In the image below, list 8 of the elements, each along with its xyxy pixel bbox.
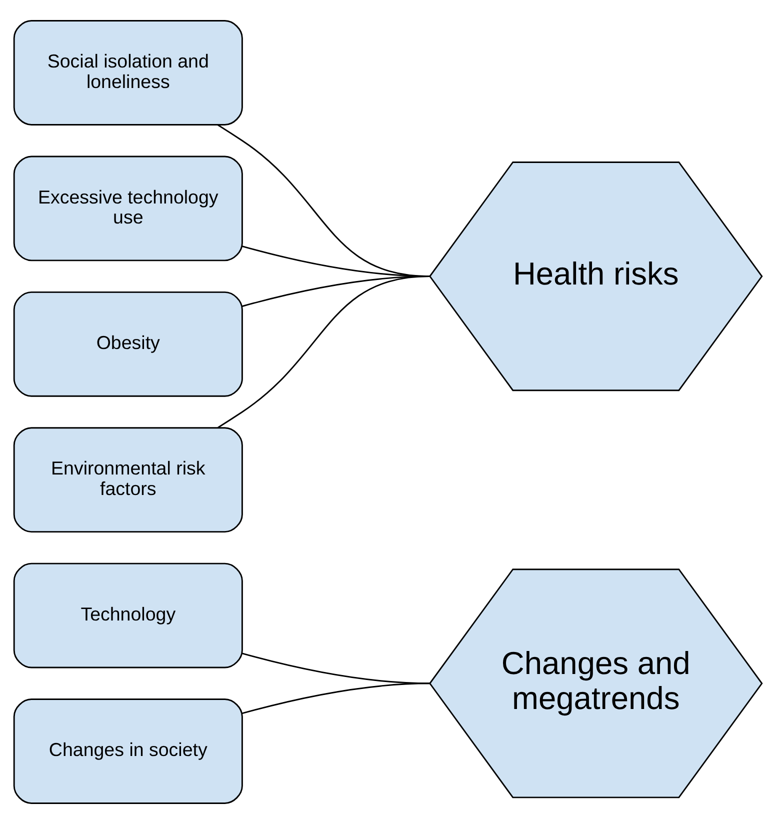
- connector: [218, 275, 430, 428]
- node-box: Environmental risk factors: [13, 426, 243, 532]
- node-box: Excessive technology use: [13, 155, 243, 261]
- node-box: Changes in society: [13, 698, 243, 804]
- node-box: Social isolation and loneliness: [13, 20, 243, 125]
- connector: [242, 682, 430, 714]
- node-box: Technology: [13, 562, 243, 668]
- node-box: Obesity: [13, 290, 243, 396]
